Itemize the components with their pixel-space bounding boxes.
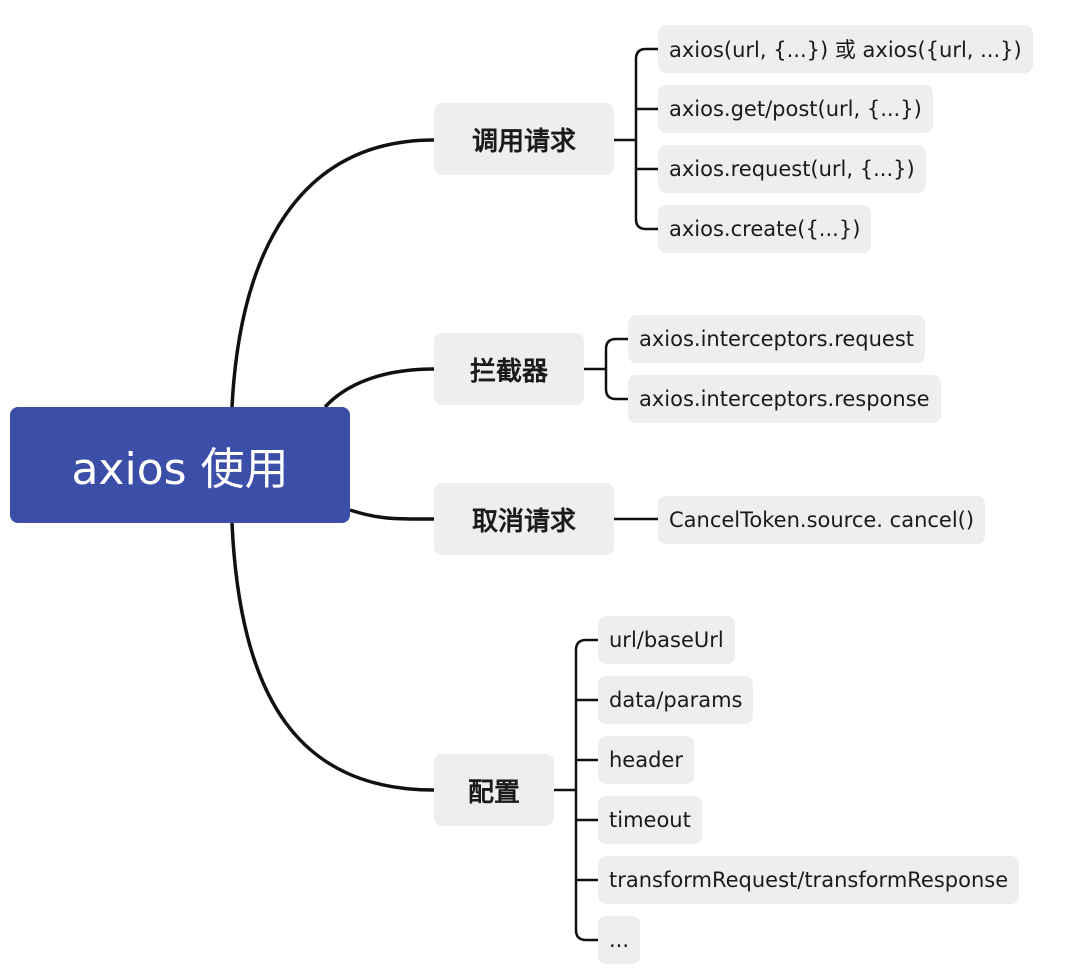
branch-cancel-request[interactable]: 取消请求 (434, 483, 614, 555)
leaf-node[interactable]: axios.interceptors.response (628, 375, 941, 423)
root-node[interactable]: axios 使用 (10, 407, 350, 523)
leaf-node[interactable]: transformRequest/transformResponse (598, 856, 1020, 904)
branch-label: 拦截器 (469, 356, 548, 387)
leaf-node[interactable]: url/baseUrl (598, 616, 735, 664)
branch-label: 调用请求 (471, 126, 576, 157)
leaf-node[interactable]: axios.request(url, {...}) (658, 145, 926, 193)
leaf-node[interactable]: axios.create({...}) (658, 205, 872, 253)
leaf-node[interactable]: data/params (598, 676, 754, 724)
leaf-node[interactable]: ... (598, 916, 641, 964)
leaf-node[interactable]: axios(url, {...}) 或 axios({url, ...}) (658, 25, 1033, 73)
connector-root-b1 (230, 138, 435, 408)
connector-root-b4 (230, 522, 435, 792)
branch-call-request[interactable]: 调用请求 (434, 103, 614, 175)
bracket-b4 (554, 638, 598, 942)
leaf-node[interactable]: axios.get/post(url, {...}) (658, 85, 933, 133)
branch-interceptors[interactable]: 拦截器 (434, 333, 584, 405)
leaf-node[interactable]: header (598, 736, 694, 784)
bracket-b2 (584, 337, 628, 401)
branch-config[interactable]: 配置 (434, 754, 554, 826)
branch-label: 取消请求 (471, 506, 576, 537)
branch-label: 配置 (467, 777, 520, 808)
leaf-node[interactable]: axios.interceptors.request (628, 315, 926, 363)
connector-root-b2 (323, 367, 435, 409)
leaf-node[interactable]: CancelToken.source. cancel() (658, 496, 986, 544)
connector-root-b3 (349, 508, 435, 521)
leaf-node[interactable]: timeout (598, 796, 702, 844)
root-label: axios 使用 (71, 444, 289, 495)
bracket-b1 (614, 47, 658, 231)
